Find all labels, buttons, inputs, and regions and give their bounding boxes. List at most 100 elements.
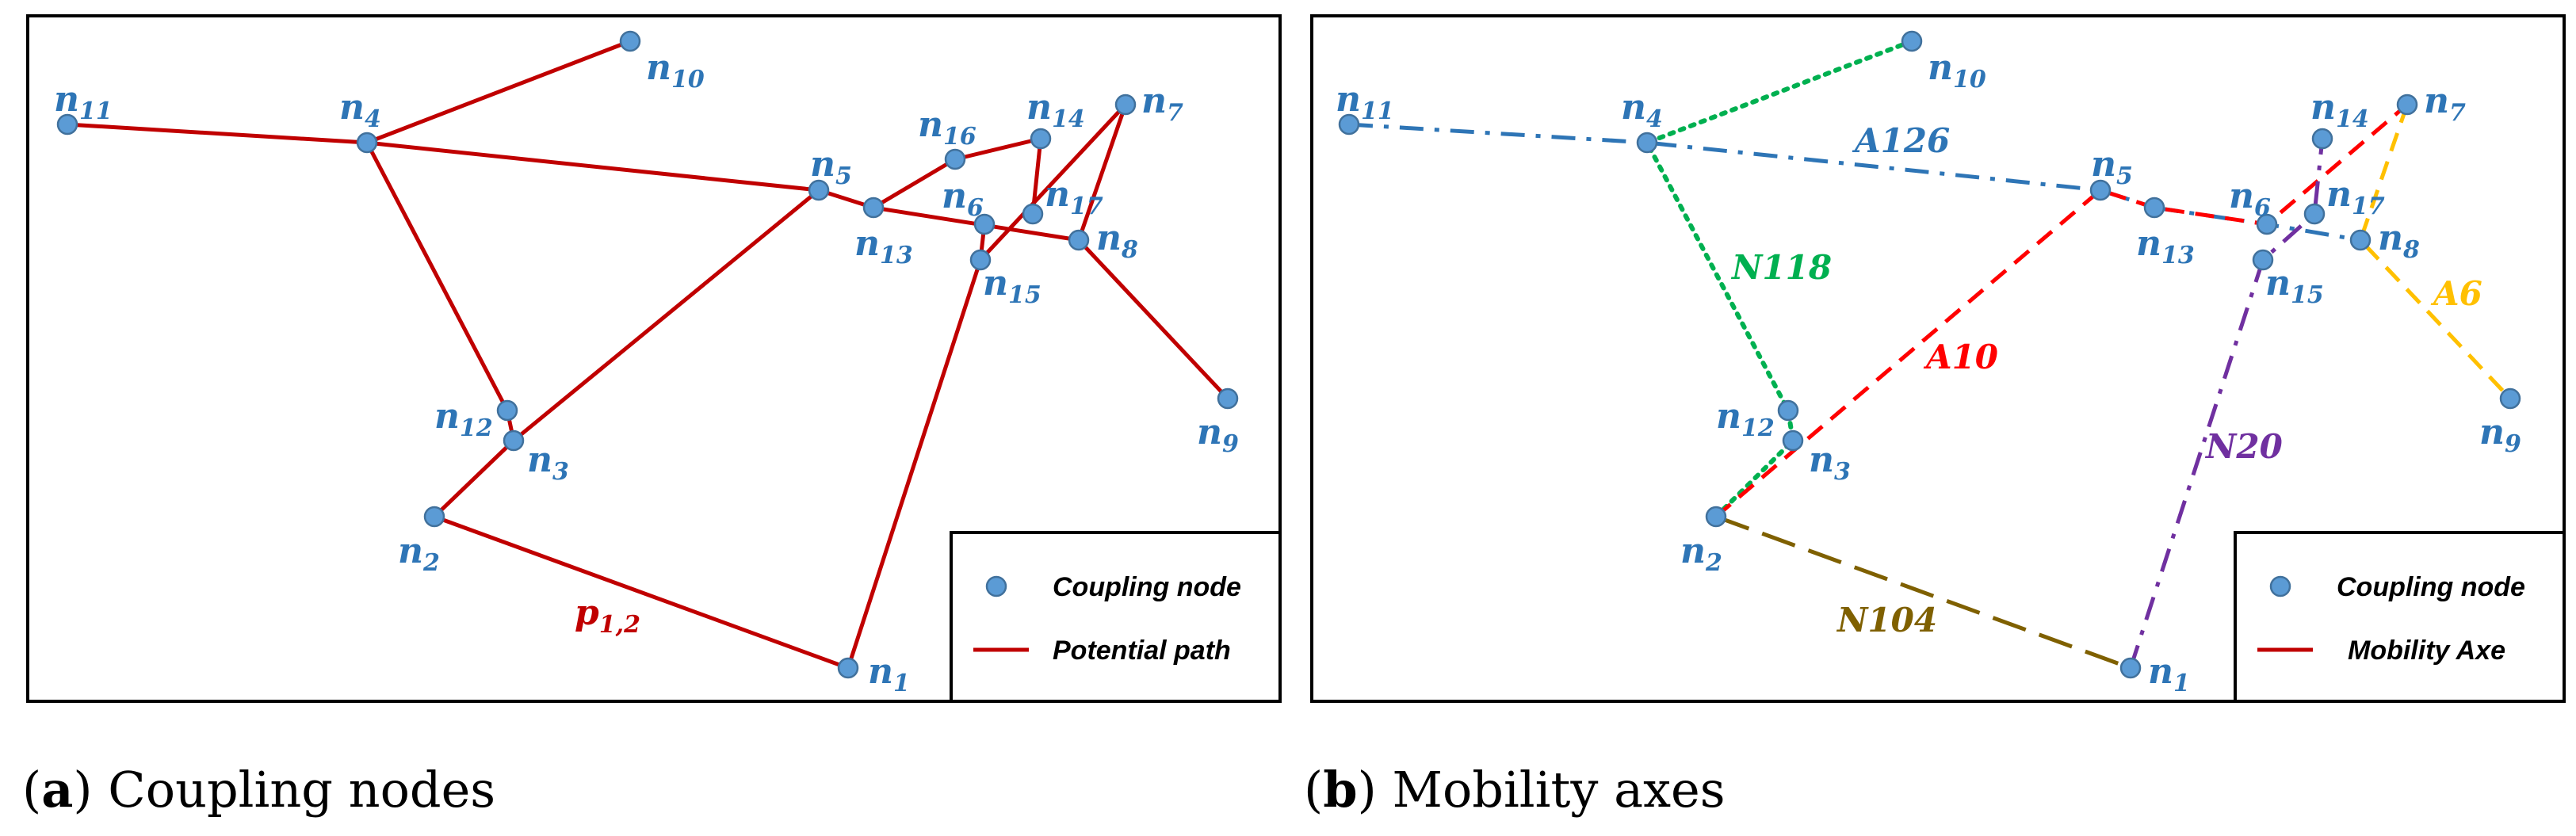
node-label-sub: 15	[2291, 281, 2324, 309]
node-label-sub: 8	[2402, 236, 2420, 264]
coupling-node-n2	[1705, 506, 1727, 528]
path-edge-n11-n4	[67, 122, 368, 145]
node-label-n5: n5	[810, 144, 852, 190]
node-label-base: n	[339, 87, 365, 128]
node-label-sub: 14	[1052, 105, 1085, 133]
legend-path-label: Potential path	[1053, 636, 1231, 666]
node-label-sub: 14	[2336, 105, 2369, 133]
node-label-sub: 5	[835, 162, 852, 190]
coupling-node-n9	[1217, 387, 1239, 410]
coupling-node-n7	[1114, 94, 1137, 116]
coupling-node-n14	[1030, 128, 1052, 150]
node-label-sub: 4	[1646, 105, 1663, 133]
node-label-n3: n3	[1809, 440, 1851, 486]
node-label-base: n	[2229, 176, 2254, 216]
coupling-node-n4	[1636, 132, 1658, 154]
node-label-base: n	[1621, 87, 1646, 128]
axe-label-A126: A126	[1852, 121, 1950, 160]
node-label-sub: 7	[2449, 99, 2466, 127]
node-label-sub: 15	[1008, 281, 1041, 309]
node-label-n6: n6	[2229, 176, 2271, 222]
node-label-sub: 4	[365, 105, 381, 133]
node-label-sub: 9	[1222, 430, 1239, 458]
node-label-n17: n17	[1045, 174, 1103, 220]
caption-a-text: Coupling nodes	[108, 761, 495, 819]
node-label-base: n	[1197, 412, 1222, 452]
node-label-n1: n1	[2148, 651, 2190, 697]
coupling-node-n11	[1338, 113, 1360, 136]
coupling-node-n3	[1782, 429, 1804, 452]
node-label-base: n	[398, 531, 423, 571]
coupling-node-n12	[1777, 399, 1799, 422]
node-label-base: n	[868, 651, 893, 692]
coupling-node-n8	[2349, 229, 2372, 251]
axe-label-A10: A10	[1923, 338, 1998, 376]
path-edge-n2-n1	[434, 514, 849, 670]
node-label-n10: n10	[646, 48, 705, 94]
node-label-n10: n10	[1928, 48, 1986, 94]
node-label-n2: n2	[1680, 531, 1722, 577]
panel-a-edges	[67, 39, 1229, 670]
coupling-node-n6	[2256, 213, 2278, 235]
node-label-n15: n15	[983, 263, 1041, 309]
path-edge-n14-n17	[1030, 138, 1043, 215]
coupling-node-n14	[2311, 128, 2333, 150]
node-label-base: n	[2148, 651, 2173, 692]
node-label-n15: n15	[2265, 263, 2324, 309]
node-label-n5: n5	[2091, 144, 2133, 190]
node-label-sub: 10	[671, 66, 705, 94]
node-label-sub: 6	[2254, 194, 2271, 222]
node-label-n7: n7	[2424, 81, 2466, 127]
path-edge-n3-n2	[433, 439, 515, 518]
path-edge-n4-n10	[366, 39, 631, 145]
path-edge-n7-n8	[1076, 104, 1128, 241]
legend-node-icon	[985, 575, 1007, 597]
coupling-node-n13	[862, 197, 885, 219]
node-label-sub: 13	[2161, 242, 2195, 269]
node-label-base: n	[2310, 87, 2336, 128]
node-label-n8: n8	[2378, 218, 2420, 264]
node-label-sub: 9	[2505, 430, 2521, 458]
node-label-n9: n9	[1197, 412, 1239, 458]
node-label-sub: 10	[1953, 66, 1986, 94]
node-label-n4: n4	[339, 87, 381, 133]
caption-b: (b) Mobility axes	[1304, 761, 1726, 819]
path-label-sub: 1,2	[599, 611, 640, 639]
node-label-base: n	[2378, 218, 2403, 258]
node-label-base: n	[2424, 81, 2449, 121]
node-label-sub: 1	[2173, 670, 2190, 697]
axe-label-N104: N104	[1836, 601, 1937, 639]
axe-label-N118: N118	[1730, 248, 1832, 287]
panel-b-legend: Coupling node Mobility Axe	[2234, 531, 2566, 703]
coupling-node-n17	[1022, 203, 1044, 225]
axe-label-N20: N20	[2204, 427, 2283, 466]
panel-a-legend-box	[950, 531, 1282, 703]
node-label-base: n	[2326, 174, 2352, 215]
coupling-node-n15	[2252, 249, 2274, 271]
coupling-node-n9	[2499, 387, 2521, 410]
caption-b-text: Mobility axes	[1392, 761, 1725, 819]
node-label-n14: n14	[1026, 87, 1085, 133]
node-label-sub: 12	[1741, 414, 1775, 442]
node-label-n1: n1	[868, 651, 910, 697]
node-label-sub: 13	[880, 242, 913, 269]
node-label-n3: n3	[527, 440, 569, 486]
node-label-n4: n4	[1621, 87, 1663, 133]
panel-a-nodes	[56, 30, 1239, 679]
node-label-base: n	[434, 396, 460, 437]
path-edge-n15-n7	[979, 103, 1127, 261]
mobility-axe-N104	[1715, 514, 2131, 670]
coupling-node-n5	[808, 179, 830, 201]
node-label-sub: 11	[79, 97, 113, 125]
panel-b-nodes	[1338, 30, 2521, 679]
node-label-n12: n12	[1716, 396, 1775, 442]
node-label-sub: 3	[552, 458, 569, 486]
path-edge-n3-n5	[512, 189, 820, 442]
coupling-node-n3	[503, 429, 525, 452]
coupling-node-n1	[837, 657, 859, 679]
node-label-base: n	[983, 263, 1008, 303]
node-label-base: n	[1045, 174, 1070, 215]
